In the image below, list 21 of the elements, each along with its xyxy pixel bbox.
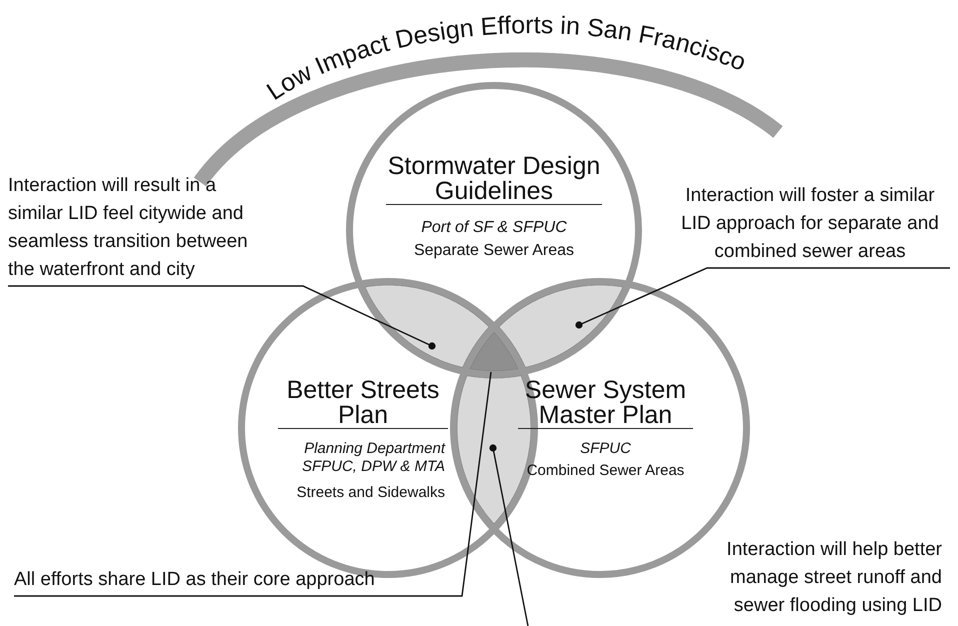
- leader-line: [14, 372, 492, 597]
- triple-overlap-region: [469, 332, 519, 372]
- callout-text: Interaction will foster a similar LID approach for separate and combined sewer areas: [670, 182, 950, 266]
- overlap-region: [498, 284, 624, 368]
- callout-text: All efforts share LID as their core approach: [14, 566, 454, 594]
- callout-text: Interaction will result in a similar LID feel citywide and seamless transition between the waterfront and city: [8, 172, 266, 284]
- circle-heading: Better Streets Plan: [278, 378, 448, 429]
- area-text: Combined Sewer Areas: [526, 462, 686, 480]
- circle-heading: Sewer System Master Plan: [518, 378, 693, 429]
- area-text: Streets and Sidewalks: [296, 484, 445, 502]
- leader-line: [489, 444, 529, 626]
- venn-circle: [346, 82, 642, 378]
- callout-text: Interaction will help better manage street runoff and sewer flooding using LID: [726, 538, 942, 618]
- area-text: Separate Sewer Areas: [412, 241, 576, 260]
- agency-text: SFPUC: [579, 440, 632, 458]
- leader-line: [575, 267, 950, 329]
- overlap-region: [364, 284, 490, 368]
- agency-text: Planning Department SFPUC, DPW & MTA: [300, 440, 445, 476]
- agency-text: Port of SF & SFPUC: [420, 218, 568, 238]
- circle-heading: Stormwater Design Guidelines: [386, 154, 602, 205]
- leader-line: [8, 285, 436, 350]
